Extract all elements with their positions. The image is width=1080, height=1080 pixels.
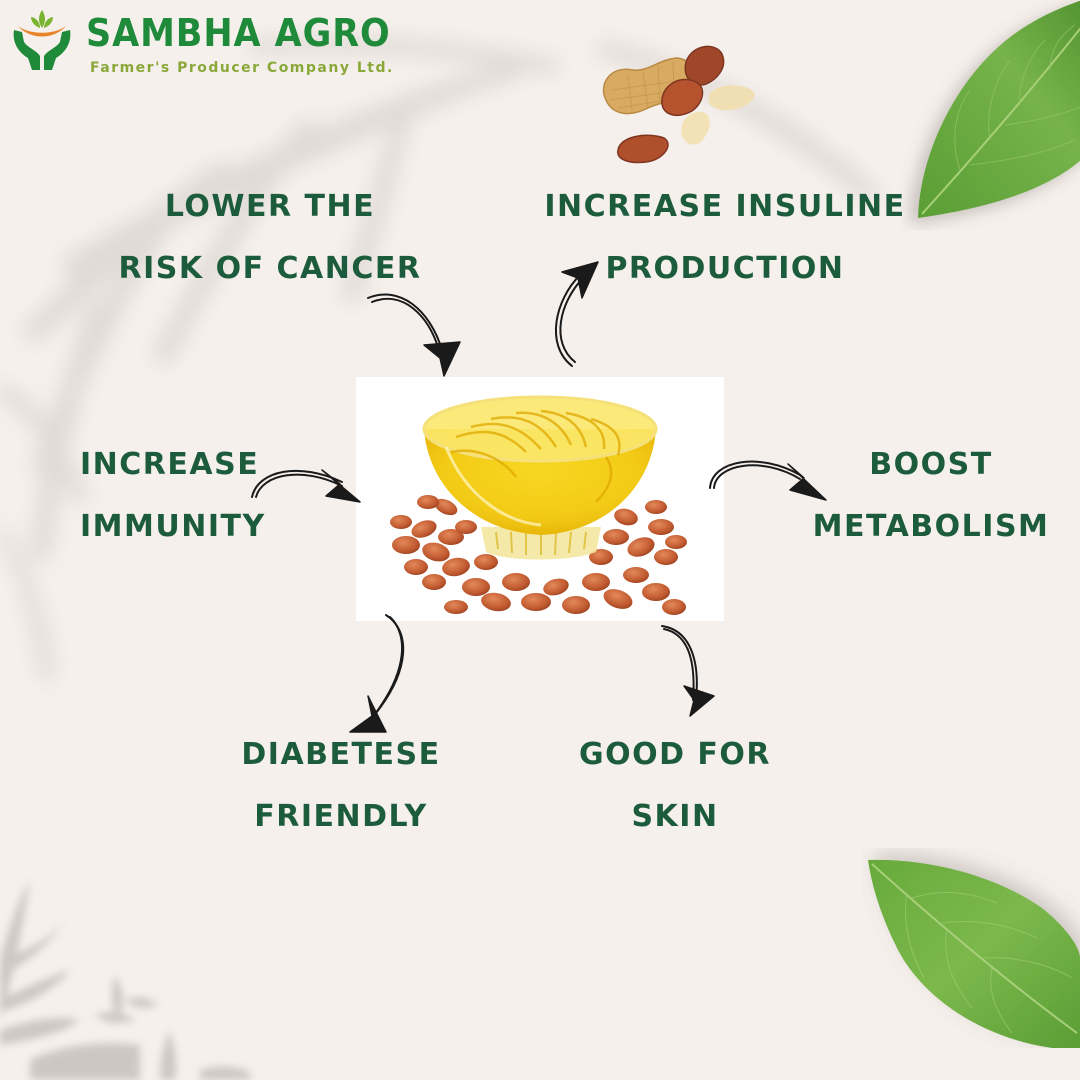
benefit-increase-insulin: INCREASE INSULINE PRODUCTION xyxy=(530,176,920,300)
peanuts-illustration-icon xyxy=(602,45,755,164)
green-leaf-bottom-right-icon xyxy=(868,859,1080,1048)
benefit-line: SKIN xyxy=(631,799,719,834)
hands-sprout-logo-icon xyxy=(13,10,71,70)
benefit-good-for-skin: GOOD FOR SKIN xyxy=(570,724,780,848)
benefit-line: LOWER THE xyxy=(164,189,376,224)
brand-logo: SAMBHA AGRO Farmer's Producer Company Lt… xyxy=(10,8,392,78)
benefit-line: FRIENDLY xyxy=(254,799,428,834)
benefit-line: IMMUNITY xyxy=(80,509,266,544)
center-image xyxy=(356,377,724,621)
brand-tagline: Farmer's Producer Company Ltd. xyxy=(90,60,394,76)
green-leaf-top-right-icon xyxy=(918,0,1080,218)
benefit-line: RISK OF CANCER xyxy=(118,251,422,286)
brand-name: SAMBHA AGRO xyxy=(86,11,391,55)
benefit-line: PRODUCTION xyxy=(605,251,845,286)
benefit-line: INCREASE INSULINE xyxy=(544,189,906,224)
benefit-line: BOOST xyxy=(869,447,993,482)
benefit-diabetes-friendly: DIABETESE FRIENDLY xyxy=(226,724,456,848)
benefit-line: DIABETESE xyxy=(241,737,441,772)
benefit-line: INCREASE xyxy=(80,447,260,482)
benefit-line: METABOLISM xyxy=(812,509,1050,544)
groundnut-oil-bowl-image-icon xyxy=(356,377,724,621)
benefit-line: GOOD FOR xyxy=(578,737,772,772)
benefit-lower-cancer-risk: LOWER THE RISK OF CANCER xyxy=(100,176,440,300)
benefit-increase-immunity: INCREASE IMMUNITY xyxy=(80,434,266,558)
benefit-boost-metabolism: BOOST METABOLISM xyxy=(800,434,1062,558)
